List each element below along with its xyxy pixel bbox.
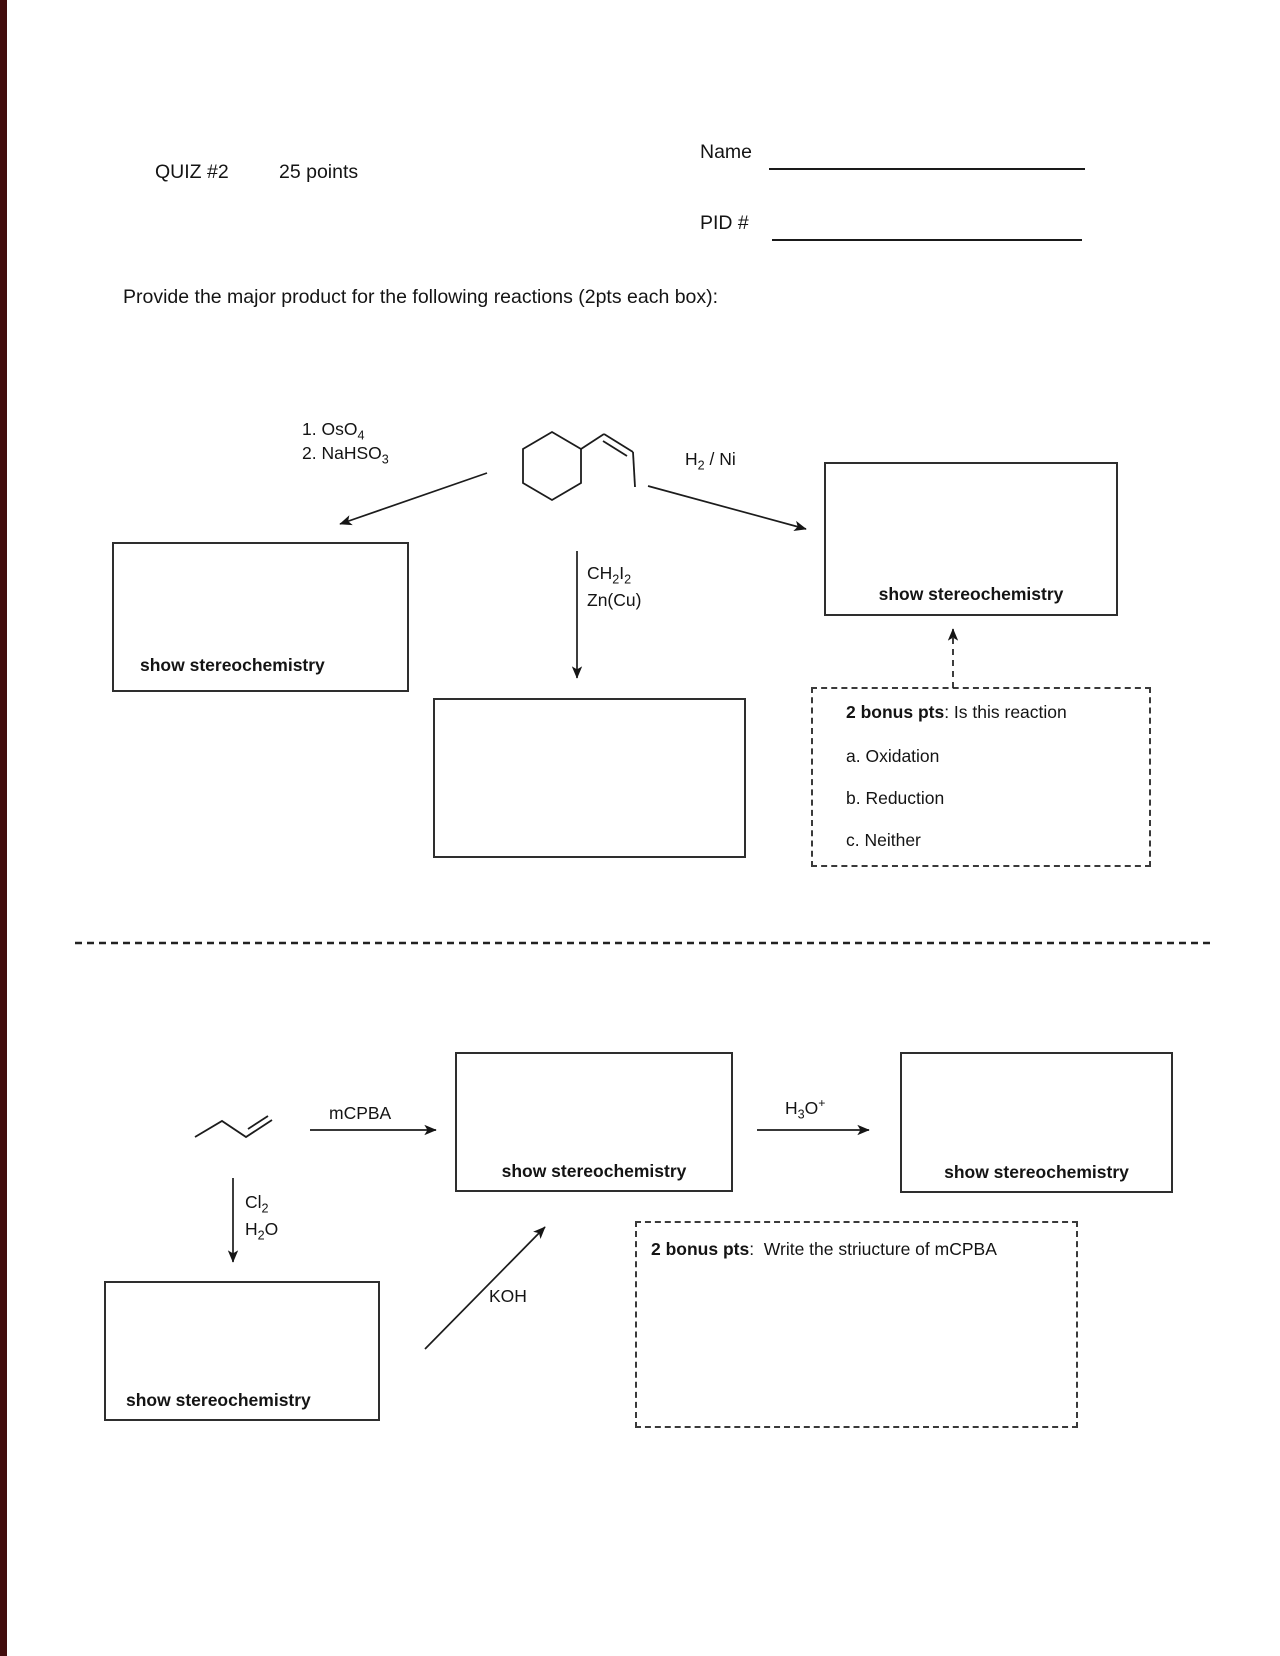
scan-edge-strip bbox=[0, 0, 7, 1656]
bonus-question-1-box[interactable]: 2 bonus pts: Is this reaction a. Oxidati… bbox=[811, 687, 1151, 867]
double-bond-outer bbox=[603, 433, 634, 453]
reagent-h2o-line: H2O bbox=[245, 1219, 279, 1243]
butene-structure bbox=[194, 1115, 273, 1139]
reagent-ch2i2-line: CH2I2 bbox=[587, 563, 632, 587]
show-stereochemistry-caption: show stereochemistry bbox=[140, 655, 325, 675]
quiz-points: 25 points bbox=[279, 161, 359, 183]
answer-box-cl2-h2o-product[interactable]: show stereochemistry bbox=[104, 1281, 380, 1421]
methyl-bond bbox=[632, 451, 636, 488]
reagent-h3o-plus: H3O+ bbox=[785, 1096, 826, 1122]
pid-field-line[interactable] bbox=[772, 217, 1082, 241]
arrow-to-oso4-product bbox=[339, 472, 488, 526]
bonus-1-prompt: 2 bonus pts: Is this reaction bbox=[846, 702, 1067, 722]
reagent-cl2-h2o: Cl2 H2O bbox=[245, 1189, 278, 1243]
name-label: Name bbox=[700, 141, 753, 163]
show-stereochemistry-caption: show stereochemistry bbox=[126, 1390, 311, 1410]
pid-label: PID # bbox=[700, 212, 749, 234]
vinyl-bond bbox=[580, 433, 605, 450]
reagent-zncu-line: Zn(Cu) bbox=[587, 590, 642, 610]
reagent-h2-ni: H2 / Ni bbox=[685, 449, 736, 473]
reagent-oso4-nahso3: 1. OsO4 2. NaHSO3 bbox=[302, 417, 389, 467]
answer-box-h3o-product[interactable]: show stereochemistry bbox=[900, 1052, 1173, 1193]
show-stereochemistry-caption: show stereochemistry bbox=[878, 584, 1064, 604]
butene-backbone bbox=[194, 1119, 273, 1139]
reagent-koh: KOH bbox=[489, 1286, 527, 1306]
show-stereochemistry-caption: show stereochemistry bbox=[944, 1162, 1129, 1182]
bonus-2-prompt: 2 bonus pts: Write the striucture of mCP… bbox=[651, 1239, 997, 1259]
double-bond-inner bbox=[602, 440, 628, 457]
bonus-1-option-c[interactable]: c. Neither bbox=[846, 830, 921, 850]
instructions-text: Provide the major product for the follow… bbox=[123, 286, 719, 308]
bonus-1-option-b[interactable]: b. Reduction bbox=[846, 788, 945, 808]
reagent-oso4-line: 1. OsO4 bbox=[302, 419, 365, 443]
quiz-title: QUIZ #2 bbox=[155, 161, 229, 183]
cyclohexane-ring bbox=[522, 430, 582, 502]
answer-box-h2ni-product[interactable]: show stereochemistry bbox=[824, 462, 1118, 616]
answer-box-simmons-smith-product[interactable] bbox=[433, 698, 746, 858]
cis-propenylcyclohexane-structure bbox=[522, 430, 636, 502]
bonus-1-option-a[interactable]: a. Oxidation bbox=[846, 746, 940, 766]
arrow-to-h2ni-product bbox=[647, 485, 807, 531]
arrow-koh bbox=[424, 1226, 546, 1350]
reagent-mcpba: mCPBA bbox=[329, 1103, 392, 1123]
reagent-nahso3-line: 2. NaHSO3 bbox=[302, 443, 389, 467]
answer-box-mcpba-product[interactable]: show stereochemistry bbox=[455, 1052, 733, 1192]
reagent-cl2-line: Cl2 bbox=[245, 1192, 269, 1216]
name-field-line[interactable] bbox=[769, 146, 1085, 170]
reagent-ch2i2-zncu: CH2I2 Zn(Cu) bbox=[587, 560, 641, 614]
show-stereochemistry-caption: show stereochemistry bbox=[501, 1161, 687, 1181]
answer-box-oso4-product[interactable]: show stereochemistry bbox=[112, 542, 409, 692]
bonus-question-2-box[interactable]: 2 bonus pts: Write the striucture of mCP… bbox=[635, 1221, 1078, 1428]
double-bond-inner bbox=[247, 1115, 269, 1130]
